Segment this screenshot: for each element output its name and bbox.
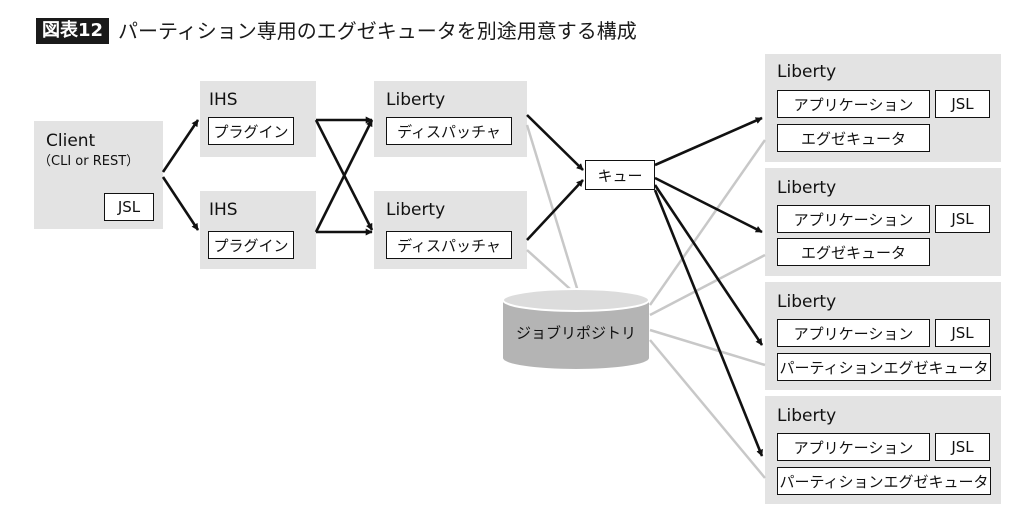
client-title: Client xyxy=(46,131,96,151)
client-jsl-box: JSL xyxy=(104,193,154,221)
executor-title-1: Liberty xyxy=(777,62,837,82)
application-box-2: アプリケーション xyxy=(777,205,930,233)
job-repository-label: ジョブリポジトリ xyxy=(515,324,636,342)
executor-panel-3: Liberty アプリケーション JSL パーティションエグゼキュータ xyxy=(765,282,1001,390)
executor-title-3: Liberty xyxy=(777,292,837,312)
arrow-queue-executor2 xyxy=(654,176,763,234)
connector-executor4-repo xyxy=(649,339,766,479)
plugin-box-1: プラグイン xyxy=(208,117,294,145)
application-box-4: アプリケーション xyxy=(777,433,930,461)
ihs-panel-2: IHS プラグイン xyxy=(200,191,316,269)
jsl-box-1: JSL xyxy=(935,90,990,118)
arrow-dispatcher2-queue xyxy=(526,179,584,241)
arrow-client-ihs2 xyxy=(161,176,200,231)
queue-box: キュー xyxy=(585,160,655,190)
application-box-1: アプリケーション xyxy=(777,90,930,118)
arrow-queue-executor4 xyxy=(653,189,764,457)
dispatcher-box-2: ディスパッチャ xyxy=(386,231,512,259)
partition-executor-box-3: パーティションエグゼキュータ xyxy=(777,353,991,381)
arrow-client-ihs1 xyxy=(161,119,200,173)
ihs-title-2: IHS xyxy=(209,200,238,220)
executor-box-2: エグゼキュータ xyxy=(777,238,930,266)
ihs-title-1: IHS xyxy=(209,90,238,110)
dispatcher-title-1: Liberty xyxy=(386,90,446,110)
connector-executor2-repo xyxy=(649,253,766,317)
plugin-box-2: プラグイン xyxy=(208,231,294,259)
dispatcher-box-1: ディスパッチャ xyxy=(386,117,512,145)
arrow-ihs2-dispatcher1 xyxy=(314,119,374,233)
jsl-box-3: JSL xyxy=(935,319,990,347)
executor-title-4: Liberty xyxy=(777,406,837,426)
figure-number-badge: 図表12 xyxy=(36,18,110,44)
arrow-dispatcher1-queue xyxy=(526,114,584,171)
executor-panel-4: Liberty アプリケーション JSL パーティションエグゼキュータ xyxy=(765,396,1001,504)
arrow-queue-executor1 xyxy=(654,116,763,167)
dispatcher-panel-2: Liberty ディスパッチャ xyxy=(374,191,527,269)
executor-panel-2: Liberty アプリケーション JSL エグゼキュータ xyxy=(765,168,1001,276)
partition-executor-box-4: パーティションエグゼキュータ xyxy=(777,467,991,495)
flow-arrows xyxy=(161,114,764,457)
connector-executor3-repo xyxy=(649,328,766,367)
client-panel: Client （CLI or REST） JSL xyxy=(34,121,163,229)
dispatcher-panel-1: Liberty ディスパッチャ xyxy=(374,81,527,157)
executor-box-1: エグゼキュータ xyxy=(777,124,930,152)
arrow-queue-executor3 xyxy=(653,184,764,346)
figure-title: パーティション専用のエグゼキュータを別途用意する構成 xyxy=(118,19,637,43)
executor-title-2: Liberty xyxy=(777,178,837,198)
jsl-box-4: JSL xyxy=(935,433,990,461)
jsl-box-2: JSL xyxy=(935,205,990,233)
client-subtitle: （CLI or REST） xyxy=(38,154,140,169)
executor-panel-1: Liberty アプリケーション JSL エグゼキュータ xyxy=(765,54,1001,162)
job-repository-cylinder xyxy=(502,288,650,369)
connector-executor1-repo xyxy=(648,139,767,306)
ihs-panel-1: IHS プラグイン xyxy=(200,81,316,157)
dispatcher-title-2: Liberty xyxy=(386,200,446,220)
application-box-3: アプリケーション xyxy=(777,319,930,347)
